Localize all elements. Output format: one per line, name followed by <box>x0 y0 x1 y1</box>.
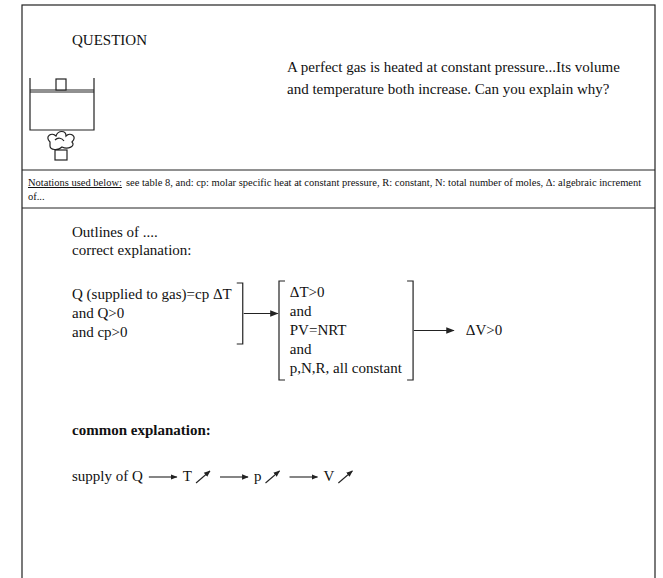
chain-arrow <box>149 476 177 477</box>
chain-arrow <box>220 476 248 477</box>
heading-text: Outlines of .... <box>72 222 158 242</box>
increase-arrow <box>196 471 210 483</box>
chain-arrow <box>290 476 318 477</box>
statement: and cp>0 <box>72 323 232 342</box>
chain-term: V <box>324 466 335 486</box>
heading-text: correct explanation: <box>72 240 192 260</box>
implication-arrow <box>244 313 278 314</box>
flame <box>55 138 64 141</box>
piston-knob <box>56 79 66 90</box>
heating-illustration <box>30 78 94 160</box>
vessel <box>30 78 94 130</box>
bracket-group: ΔT>0andPV=NRTandp,N,R, all constant <box>278 280 414 381</box>
statement: PV=NRT <box>290 321 402 340</box>
statement: ΔT>0 <box>290 283 402 302</box>
heading-text: QUESTION <box>72 30 147 50</box>
chain-term: supply of Q <box>72 466 143 486</box>
bracket-group: ΔV>0 <box>454 318 514 343</box>
increase-arrow <box>338 471 352 483</box>
chain-term: T <box>183 466 192 486</box>
statement: and <box>290 340 402 359</box>
bracket <box>407 281 413 380</box>
bracket <box>237 283 243 344</box>
rule <box>22 170 655 171</box>
bracket-group: Q (supplied to gas)=cp ΔTand Q>0and cp>0 <box>60 282 244 345</box>
statement: ΔV>0 <box>466 321 502 340</box>
question-text: A perfect gas is heated at constant pres… <box>287 56 642 100</box>
statement: Q (supplied to gas)=cp ΔT <box>72 285 232 304</box>
statement: and Q>0 <box>72 304 232 323</box>
piston <box>30 91 94 92</box>
statement: and <box>290 302 402 321</box>
flame <box>48 132 74 150</box>
rule <box>22 208 655 209</box>
statement: p,N,R, all constant <box>290 359 402 378</box>
burner <box>55 150 67 160</box>
bracket <box>279 281 285 380</box>
chain-term: p <box>254 466 262 486</box>
frame <box>22 5 655 578</box>
notation-heading: Notations used below: <box>28 177 122 188</box>
heading-text: common explanation: <box>72 420 211 440</box>
increase-arrow <box>266 471 280 483</box>
implication-arrow <box>414 330 454 331</box>
notations-line: Notations used below:see table 8, and: c… <box>28 176 650 204</box>
